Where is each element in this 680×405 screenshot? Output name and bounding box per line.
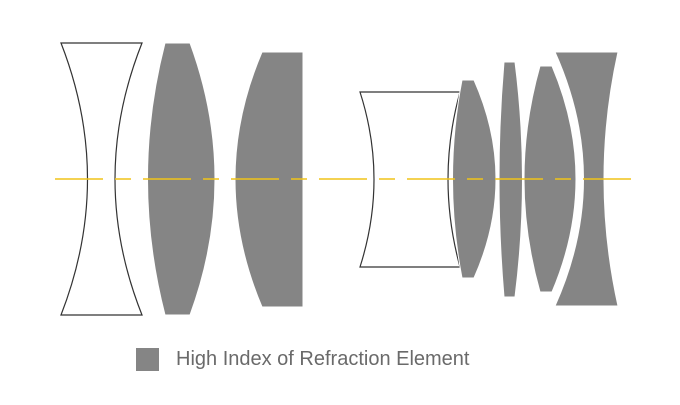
square-swatch-icon xyxy=(136,347,159,371)
legend-label: High Index of Refraction Element xyxy=(176,348,470,370)
legend: High Index of Refraction Element xyxy=(136,347,470,371)
convex-lens-7 xyxy=(523,65,577,293)
